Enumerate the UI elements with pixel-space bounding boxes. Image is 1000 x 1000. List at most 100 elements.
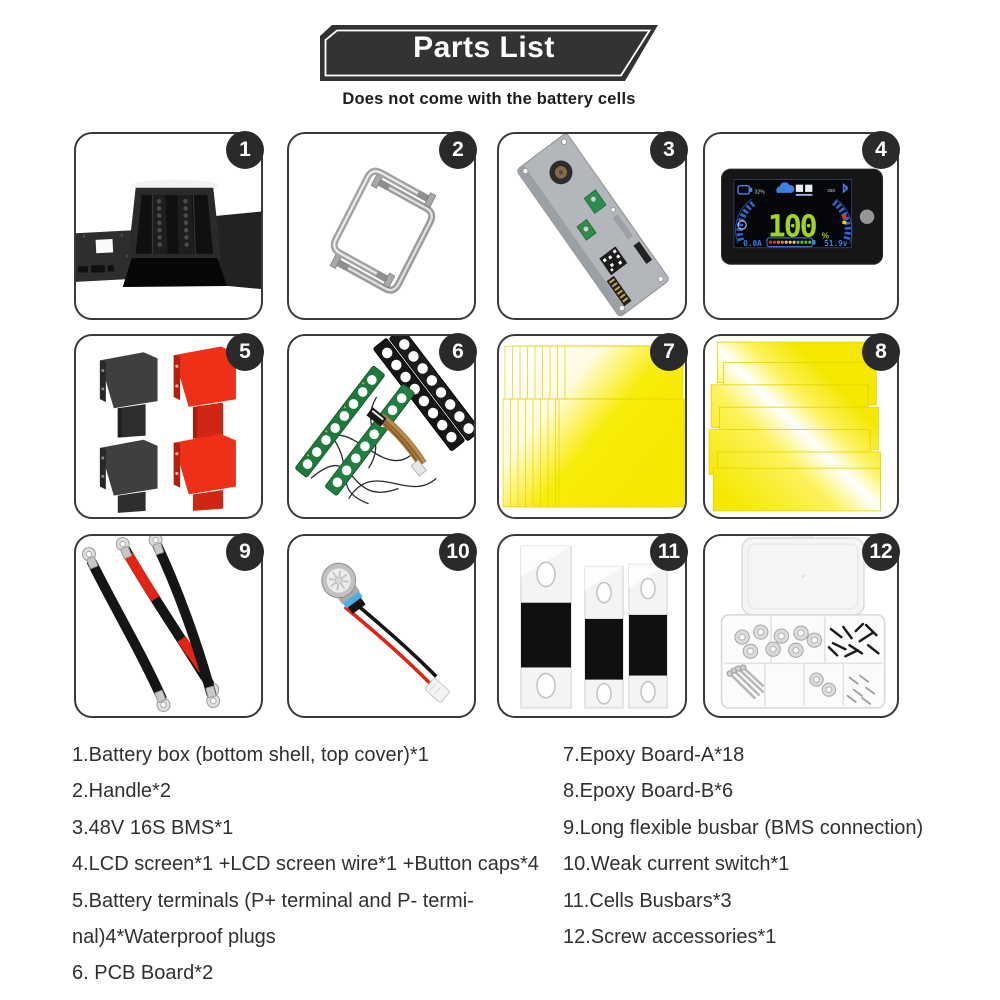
busbar-cable-3 [148, 536, 221, 708]
grid-cell-epoxy-board-a: 7 [497, 333, 688, 519]
subtitle: Does not come with the battery cells [342, 90, 636, 108]
terminal-black-1 [99, 352, 158, 438]
mode-icon [737, 220, 747, 230]
black-strip-2 [389, 336, 474, 441]
item-number-badge: 3 [650, 131, 688, 169]
lcd-button [859, 209, 875, 224]
box-lid [741, 536, 865, 616]
qr-code [599, 246, 628, 276]
switch-wire-red [343, 605, 432, 685]
lcd-temp-text: 32% [755, 189, 766, 195]
long-screw-heads [726, 664, 747, 677]
terminal-red-1 [173, 346, 236, 439]
grid-cell-battery-box: 1 [74, 131, 264, 320]
parts-list-right-column: 7.Epoxy Board-A*18 8.Epoxy Board-B*6 9.L… [563, 737, 923, 955]
black-screws-compartment [827, 622, 880, 658]
switch-connector [424, 677, 450, 703]
epoxy-b-stack [708, 341, 881, 512]
parts-list-item-1: 1.Battery box (bottom shell, top cover)*… [72, 744, 429, 766]
grid-cell-weak-current-switch: 10 [287, 533, 477, 718]
parts-list-item-12: 12.Screw accessories*1 [563, 926, 777, 949]
grid-cell-epoxy-board-b: 8 [703, 333, 900, 519]
parts-list-item-7: 7.Epoxy Board-A*18 [563, 744, 745, 766]
bluetooth-icon [842, 182, 849, 194]
battery-bar [766, 237, 813, 248]
grid-cell-bms: 3 [497, 131, 688, 320]
item-number-badge: 10 [439, 533, 477, 571]
current-value: 0.0A [743, 239, 762, 248]
banner-title: Parts List [413, 31, 555, 64]
terminal-red-2 [173, 433, 236, 511]
lcd-aux-text: 250 [827, 188, 835, 193]
item-number-badge: 9 [226, 533, 264, 571]
parts-list-item-11: 11.Cells Busbars*3 [563, 889, 732, 912]
box-front-face [122, 258, 228, 287]
handle-2 [330, 167, 437, 289]
banner-ribbon-shape [320, 25, 658, 81]
item-number-badge: 4 [862, 131, 900, 169]
left-gauge-arc [736, 200, 756, 242]
grid-cell-screw-accessories: 12 [703, 533, 900, 718]
voltage-value: 51.9v [824, 239, 848, 248]
item-number-badge: 6 [439, 333, 477, 371]
box-slot-holes [156, 198, 189, 247]
grid-cell-battery-terminals: 5 [74, 333, 264, 519]
soc-value: 100 [768, 209, 817, 244]
pcb-board-image [295, 336, 474, 505]
parts-list-item-6: 6. PCB Board*2 [72, 962, 214, 985]
handle-image [329, 167, 437, 294]
switch-wire-black [349, 598, 438, 678]
bms-board [517, 134, 669, 317]
parts-list-item-5-line1: 5.Battery terminals (P+ terminal and P- … [72, 889, 474, 912]
green-strip-1 [295, 365, 385, 478]
grid-cell-flexible-busbar: 9 [74, 533, 264, 718]
item-number-badge: 11 [650, 533, 688, 571]
screw-accessories-image [720, 536, 886, 709]
cell-busbar-3 [628, 563, 668, 709]
item-number-badge: 2 [439, 131, 477, 169]
grid-cell-handle: 2 [287, 131, 477, 320]
parts-list-left-column: 1.Battery box (bottom shell, top cover)*… [72, 737, 539, 992]
brand-logo [795, 184, 813, 196]
parts-list-item-2: 2.Handle*2 [72, 780, 171, 803]
battery-icon [737, 184, 751, 195]
item-number-badge: 8 [862, 333, 900, 371]
switch-button [321, 562, 366, 614]
nuts-compartment [734, 624, 823, 659]
parts-list-item-10: 10.Weak current switch*1 [563, 853, 790, 876]
battery-bar-segments [769, 240, 812, 244]
cells-busbars-image [520, 545, 668, 709]
grid-cell-cells-busbars: 11 [497, 533, 688, 718]
item-number-badge: 1 [226, 131, 264, 169]
epoxy-board-a-image [502, 345, 685, 508]
grid-cell-pcb-board: 6 [287, 333, 477, 519]
small-screws-compartment [846, 674, 876, 705]
weak-current-switch-image [321, 562, 450, 703]
lcd-screen-image: 32% 250 100 % 0.0A 51.9v [721, 168, 884, 265]
cell-busbar-2 [584, 565, 624, 709]
battery-terminals-image [99, 346, 236, 513]
cell-busbar-1 [520, 545, 572, 709]
item-number-badge: 7 [650, 333, 688, 371]
parts-list-item-3: 3.48V 16S BMS*1 [72, 816, 234, 839]
grid-cell-lcd-screen: 32% 250 100 % 0.0A 51.9v 4 [703, 131, 900, 320]
right-gauge-arc [832, 199, 851, 241]
battery-box-image [76, 179, 261, 290]
flexible-busbar-image [81, 536, 221, 712]
box-cavity [135, 194, 214, 254]
epoxy-a-bottom-stack [502, 398, 685, 508]
epoxy-board-b-image [708, 341, 881, 512]
terminal-black-2 [99, 439, 158, 513]
parts-list-item-9: 9.Long flexible busbar (BMS connection) [563, 816, 924, 839]
base-plate-left [76, 230, 136, 282]
handle-1 [329, 173, 436, 294]
nuts-small-compartment [809, 672, 837, 697]
parts-list-banner: Parts List [319, 24, 659, 82]
pcb-component [583, 189, 607, 214]
parts-list-item-5-line2: nal)4*Waterproof plugs [72, 926, 276, 949]
busbar-cable-1 [81, 547, 171, 712]
bms-board-image [517, 134, 669, 317]
parts-list-item-4: 4.LCD screen*1 +LCD screen wire*1 +Butto… [72, 853, 539, 876]
epoxy-a-top-stack [504, 345, 684, 404]
